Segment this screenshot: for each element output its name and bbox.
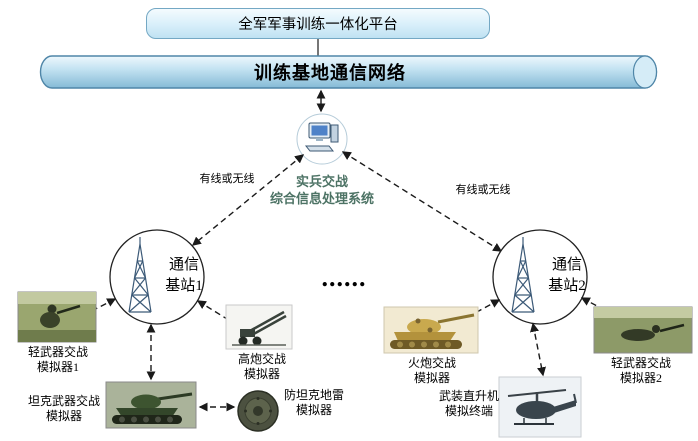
helicopter-sim-label: 武装直升机 模拟终端 — [434, 389, 504, 419]
light-weapon-sim1-image — [17, 291, 97, 343]
cylinder-end-cap — [632, 55, 658, 89]
station1-label-line2: 基站1 — [165, 278, 203, 294]
station1-label-line1: 通信 — [168, 257, 199, 273]
artillery-sim-line1: 火炮交战 — [407, 356, 456, 370]
station2-label-line2: 基站2 — [548, 278, 586, 294]
network-cylinder — [39, 55, 658, 89]
light-weapon-sim1-line1: 轻武器交战 — [27, 345, 88, 359]
station1-circle — [109, 229, 205, 325]
station1-label: 通信 基站1 — [160, 255, 208, 297]
aa-gun-sim-line1: 高炮交战 — [237, 352, 286, 366]
tank-sim-label: 坦克武器交战 模拟器 — [14, 394, 114, 424]
edge-processor-station1 — [191, 154, 305, 246]
tank-sim-line1: 坦克武器交战 — [27, 394, 100, 408]
station2-label-line1: 通信 — [551, 257, 582, 273]
processor-label: 实兵交战 综合信息处理系统 — [247, 173, 397, 207]
mine-sim-line1: 防坦克地雷 — [283, 388, 344, 402]
link-label-right: 有线或无线 — [455, 184, 511, 196]
tank-sim-image — [105, 381, 197, 429]
processor-label-line1: 实兵交战 — [295, 174, 348, 189]
aa-gun-sim-line2: 模拟器 — [243, 367, 280, 381]
light-weapon-sim2-label: 轻武器交战 模拟器2 — [597, 356, 685, 386]
edge-processor-station2 — [341, 151, 503, 252]
computer-icon — [296, 113, 348, 165]
network-title: 训练基地通信网络 — [254, 63, 406, 83]
platform-title: 全军军事训练一体化平台 — [238, 17, 398, 33]
artillery-sim-image — [383, 306, 479, 354]
mine-sim-label: 防坦克地雷 模拟器 — [280, 388, 348, 418]
artillery-sim-label: 火炮交战 模拟器 — [392, 356, 472, 386]
mine-sim-line2: 模拟器 — [295, 403, 332, 417]
link-label-left: 有线或无线 — [199, 173, 255, 185]
edge-station2-helicopter — [530, 322, 546, 377]
light-weapon-sim1-line2: 模拟器1 — [36, 360, 79, 374]
light-weapon-sim1-label: 轻武器交战 模拟器1 — [12, 345, 104, 375]
ellipsis-dots: ...... — [321, 263, 367, 292]
mine-sim-image — [237, 390, 279, 432]
helicopter-sim-line2: 模拟终端 — [444, 404, 493, 418]
helicopter-sim-line1: 武装直升机 — [438, 389, 499, 403]
light-weapon-sim2-line2: 模拟器2 — [619, 371, 662, 385]
tank-sim-line2: 模拟器 — [45, 409, 82, 423]
station2-label: 通信 基站2 — [543, 255, 591, 297]
platform-box: 全军军事训练一体化平台 — [146, 8, 490, 39]
light-weapon-sim2-image — [593, 306, 693, 354]
aa-gun-sim-label: 高炮交战 模拟器 — [218, 352, 306, 382]
helicopter-sim-image — [498, 376, 582, 438]
processor-label-line2: 综合信息处理系统 — [269, 191, 374, 206]
light-weapon-sim2-line1: 轻武器交战 — [610, 356, 671, 370]
aa-gun-sim-image — [225, 304, 293, 350]
artillery-sim-line2: 模拟器 — [413, 371, 450, 385]
